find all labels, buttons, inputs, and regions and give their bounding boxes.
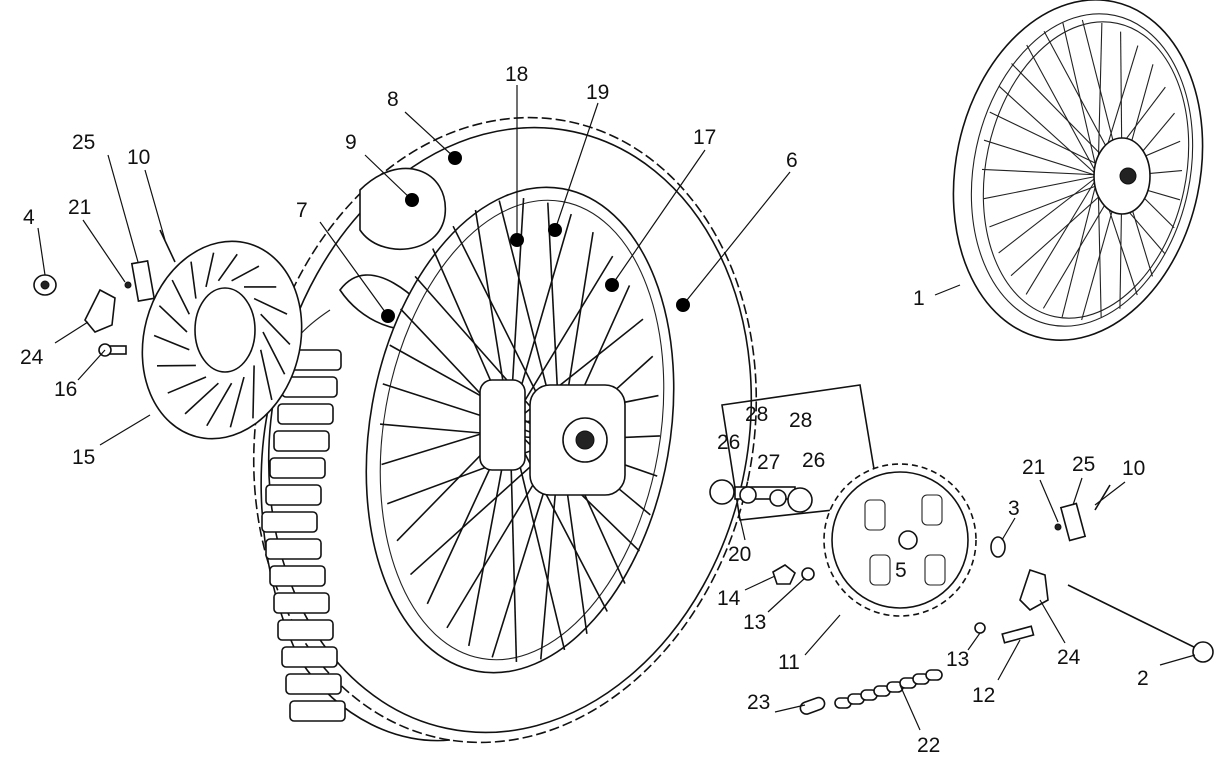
callout-11: 11 [778, 651, 800, 674]
callout-4: 4 [23, 206, 35, 229]
spoke [1097, 175, 1102, 318]
brake-disc [141, 240, 303, 440]
assembled-wheel [952, 0, 1204, 341]
disc-slot [153, 334, 190, 351]
callout-24-left: 24 [20, 346, 44, 369]
callout-26-right: 26 [802, 449, 825, 472]
disc-slot [262, 331, 286, 375]
tread-block [281, 646, 338, 668]
callout-7: 7 [296, 199, 308, 222]
tread-block [261, 511, 318, 533]
disc-slot [171, 279, 191, 315]
spoke [983, 175, 1099, 200]
tread-block [289, 700, 346, 722]
callout-18: 18 [505, 63, 528, 86]
callout-24-right: 24 [1057, 646, 1081, 669]
callout-leaders [37, 85, 1196, 731]
spoke [998, 85, 1099, 177]
disc-slot [158, 305, 188, 333]
callout-25-right: 25 [1072, 453, 1095, 476]
right-hardware [772, 484, 1214, 663]
callout-3: 3 [1008, 497, 1020, 520]
callout-6: 6 [786, 149, 798, 172]
callout-10-right: 10 [1122, 457, 1145, 480]
tread-block [269, 565, 326, 587]
callout-1: 1 [913, 287, 925, 310]
master-link [799, 696, 826, 715]
spoke [1097, 22, 1103, 177]
callout-20: 20 [728, 543, 751, 566]
callout-28-right: 28 [789, 409, 812, 432]
spoke [509, 255, 614, 426]
tread-block [273, 592, 330, 614]
callout-21-left: 21 [68, 196, 91, 219]
tread-block [265, 538, 322, 560]
disc-slot [190, 261, 197, 299]
spoke [509, 424, 608, 612]
callout-labels: 1 2 3 4 5 6 7 8 9 10 10 11 12 13 13 14 1… [20, 63, 1149, 757]
rim [365, 186, 675, 674]
callout-21-right: 21 [1022, 456, 1045, 479]
disc-slot [259, 349, 273, 401]
disc-slot [167, 376, 207, 394]
disc-slot [229, 376, 245, 428]
disc-slot [260, 313, 291, 346]
spoke [1062, 22, 1099, 177]
callout-13-left: 13 [743, 611, 766, 634]
callout-2: 2 [1137, 667, 1149, 690]
disc-slot [184, 382, 219, 415]
sprocket [823, 463, 977, 617]
tread-block [277, 619, 334, 641]
spoke [1025, 175, 1099, 295]
disc-slot [206, 382, 233, 427]
callout-9: 9 [345, 131, 357, 154]
tread-block [277, 403, 334, 425]
callout-25-left: 25 [72, 131, 95, 154]
tread-block [265, 484, 322, 506]
callout-17: 17 [693, 126, 716, 149]
callout-8: 8 [387, 88, 399, 111]
callout-27: 27 [757, 451, 780, 474]
tread-block [273, 430, 330, 452]
callout-22: 22 [917, 734, 940, 757]
callout-12: 12 [972, 684, 995, 707]
chain-link [925, 669, 943, 681]
disc-slot [231, 265, 260, 282]
callout-26-left: 26 [717, 431, 740, 454]
callout-13-right: 13 [946, 648, 969, 671]
callout-16: 16 [54, 378, 77, 401]
callout-10-left: 10 [127, 146, 150, 169]
spoke [998, 175, 1099, 254]
disc-slot [217, 253, 238, 282]
disc-slot [253, 297, 288, 315]
tread-block [269, 457, 326, 479]
spoke [983, 139, 1099, 177]
chain [834, 669, 943, 709]
callout-23: 23 [747, 691, 770, 714]
disc-slot [252, 365, 255, 419]
callout-15: 15 [72, 446, 95, 469]
callout-14: 14 [717, 587, 741, 610]
callout-19: 19 [586, 81, 609, 104]
tread-block [285, 673, 342, 695]
spoke [1026, 44, 1099, 177]
callout-5: 5 [895, 559, 907, 582]
callout-28-left: 28 [745, 403, 768, 426]
disc-slot [205, 252, 215, 288]
